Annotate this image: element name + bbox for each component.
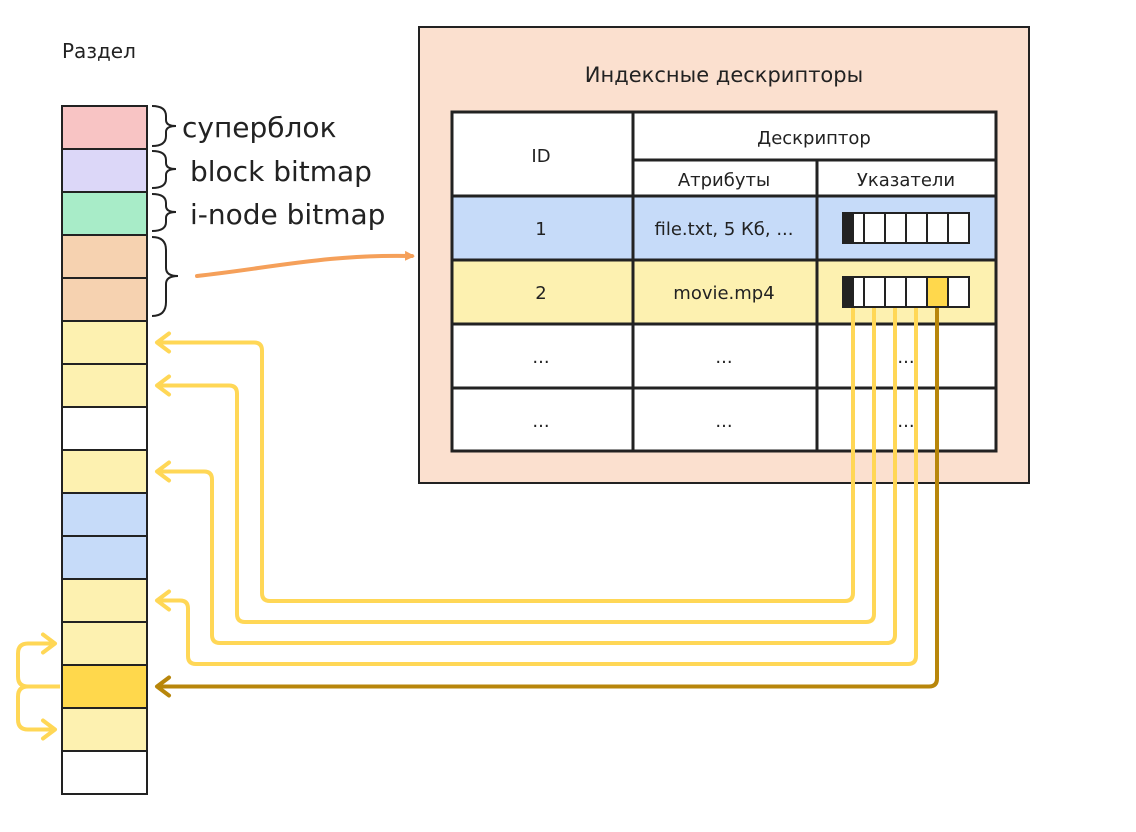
partition-block-data	[61, 320, 148, 365]
block-connectors	[16, 308, 939, 741]
pointer-cell	[884, 276, 907, 308]
row-1-attributes: file.txt, 5 Кб, ...	[654, 219, 793, 240]
row-4-id: ...	[532, 411, 549, 432]
block-pointer-line	[157, 308, 918, 666]
pointer-cell-filled	[843, 213, 854, 243]
row-4-attributes: ...	[715, 411, 732, 432]
arrow-head	[41, 632, 57, 655]
partition-block-free	[61, 750, 148, 795]
partition-block-data-file1	[61, 492, 148, 537]
partition-block-inode	[61, 234, 148, 279]
inode-bitmap-label: i-node bitmap	[190, 198, 385, 231]
superblock-label: суперблок	[182, 111, 336, 144]
partition-block-data	[61, 621, 148, 666]
partition-block-data	[61, 363, 148, 408]
partition-block-free	[61, 406, 148, 451]
pointer-cell	[947, 276, 970, 308]
panel-title: Индексные дескрипторы	[585, 63, 863, 87]
partition-block-data	[61, 578, 148, 623]
pointer-array-file2	[842, 276, 970, 308]
row-2-id: 2	[535, 283, 546, 304]
partition-block-data	[61, 449, 148, 494]
arrow-head	[155, 374, 171, 397]
header-id: ID	[531, 146, 550, 167]
inode-area-arrow	[195, 250, 415, 278]
pointer-cell	[947, 212, 970, 244]
pointer-cell	[884, 212, 907, 244]
block-pointer-line	[157, 308, 876, 624]
partition-block-inode	[61, 277, 148, 322]
arrow-head	[155, 589, 171, 612]
indirect-pointer-line	[157, 308, 939, 689]
partition-column	[61, 105, 148, 795]
header-pointers: Указатели	[857, 170, 955, 191]
arrow-head	[155, 460, 171, 483]
pointer-array-file1	[842, 212, 970, 244]
inode-blocks-brace	[151, 236, 179, 317]
row-3-pointers: ...	[897, 347, 914, 368]
indirect-fanout-line	[16, 684, 60, 732]
pointer-cell-filled	[843, 277, 854, 307]
row-3-attributes: ...	[715, 347, 732, 368]
pointer-cell	[926, 276, 949, 308]
row-3-id: ...	[532, 347, 549, 368]
inode-bitmap-brace	[151, 193, 177, 232]
header-attributes: Атрибуты	[678, 170, 770, 191]
arrow-head	[155, 675, 171, 698]
block-bitmap-label: block bitmap	[190, 155, 372, 188]
pointer-cell	[905, 212, 928, 244]
superblock-brace	[151, 105, 177, 147]
partition-block-inode-bitmap	[61, 191, 148, 236]
partition-block-block-bitmap	[61, 148, 148, 193]
partition-block-superblock	[61, 105, 148, 150]
table-grid	[450, 110, 998, 453]
indirect-fanout-line	[16, 641, 60, 689]
pointer-cell	[863, 276, 886, 308]
pointer-cell	[926, 212, 949, 244]
row-4-pointers: ...	[897, 411, 914, 432]
header-descriptor: Дескриптор	[757, 128, 871, 149]
block-pointer-line	[157, 308, 897, 645]
partition-title: Раздел	[62, 39, 136, 63]
pointer-cell	[905, 276, 928, 308]
partition-block-data	[61, 707, 148, 752]
block-bitmap-brace	[151, 150, 177, 189]
partition-block-indirect	[61, 664, 148, 709]
row-2-attributes: movie.mp4	[673, 283, 774, 304]
pointer-cell	[863, 212, 886, 244]
row-1-id: 1	[535, 219, 546, 240]
arrow-head	[155, 331, 171, 354]
partition-block-data-file1	[61, 535, 148, 580]
arrow-head	[41, 718, 57, 741]
block-pointer-line	[157, 308, 855, 603]
